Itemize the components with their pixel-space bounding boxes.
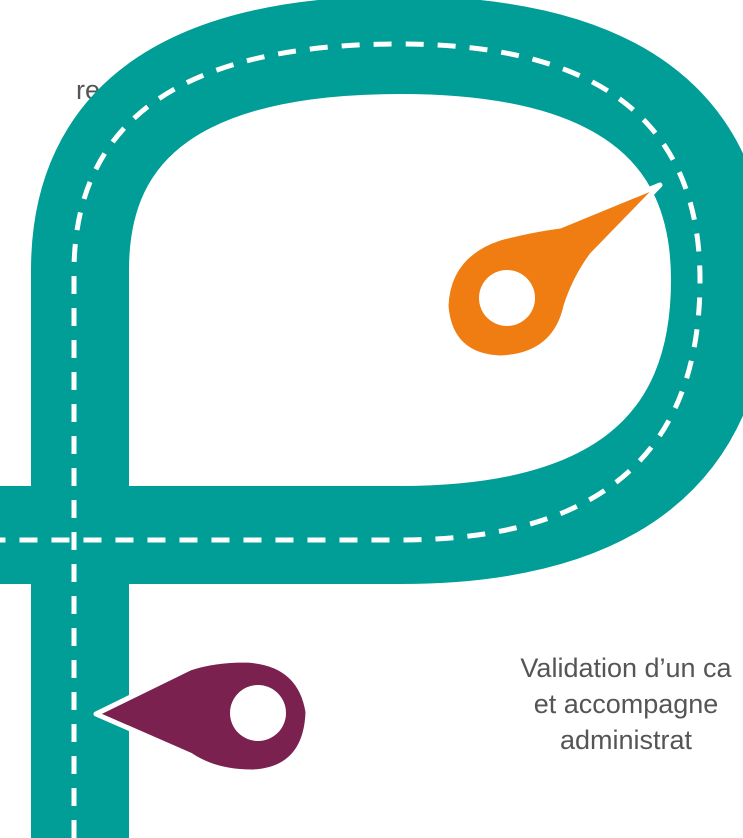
road-dash-loop [0,41,703,838]
road-center-line [0,41,703,838]
purple-pin-icon [93,657,311,775]
bottom-caption-line-3: administrat [559,725,693,755]
bottom-caption-line-1: Validation d’un ca [520,653,732,683]
orange-pin-icon [443,182,663,361]
bottom-caption-line-2: et accompagne [533,689,719,719]
bottom-caption: Validation d’un ca et accompagne adminis… [396,650,743,758]
